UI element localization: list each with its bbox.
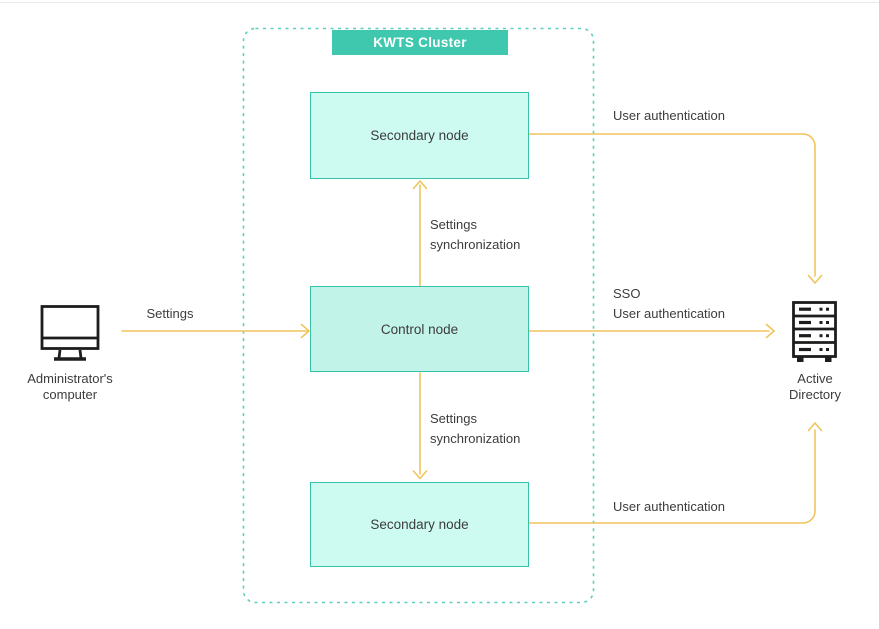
active-directory-caption: Active Directory (766, 371, 864, 403)
edge-sync-top-label-line2: synchronization (430, 237, 521, 252)
edge-sync-top-arrowhead (412, 180, 428, 190)
edge-sync-bottom-arrowhead (412, 470, 428, 480)
edge-settings-label: Settings (146, 306, 194, 321)
edge-auth-top-line (528, 133, 816, 277)
cluster-badge: KWTS Cluster (332, 30, 508, 55)
admin-computer-caption-line1: Administrator's (27, 371, 113, 386)
edge-sso-label-line1: SSO (613, 286, 641, 301)
node-secondary-bottom-label: Secondary node (370, 517, 469, 532)
edge-sync-bottom-label: Settings synchronization (430, 409, 520, 449)
edge-auth-bottom-line (528, 429, 816, 524)
edge-auth-top-arrowhead (807, 274, 823, 284)
active-directory-caption-line2: Directory (788, 387, 841, 402)
top-divider (0, 2, 879, 3)
edge-auth-bottom-label: User authentication (613, 499, 726, 514)
edge-auth-top-label: User authentication (613, 108, 726, 123)
admin-computer-caption: Administrator's computer (10, 371, 130, 403)
edge-settings-arrowhead (300, 323, 310, 339)
server-rack-icon (792, 301, 837, 362)
admin-computer-caption-line2: computer (42, 387, 98, 402)
node-control-label: Control node (380, 321, 459, 337)
monitor-icon (40, 305, 100, 361)
edge-sync-bottom-label-line2: synchronization (430, 431, 521, 446)
node-secondary-top-label: Secondary node (370, 128, 469, 143)
edge-sync-top-label-line1: Settings (430, 217, 477, 232)
cluster-badge-label: KWTS Cluster (373, 35, 467, 50)
edge-sso-label-line2: User authentication (613, 306, 726, 321)
edge-sso-arrowhead (765, 323, 775, 339)
active-directory-caption-line1: Active (797, 371, 833, 386)
node-control: Control node (310, 286, 529, 372)
node-secondary-bottom: Secondary node (310, 482, 529, 567)
node-secondary-top: Secondary node (310, 92, 529, 179)
edge-auth-bottom-arrowhead (807, 422, 823, 432)
edge-sync-top-label: Settings synchronization (430, 215, 520, 255)
edge-sync-bottom-label-line1: Settings (430, 411, 477, 426)
edge-sso-label: SSO User authentication (613, 284, 725, 324)
